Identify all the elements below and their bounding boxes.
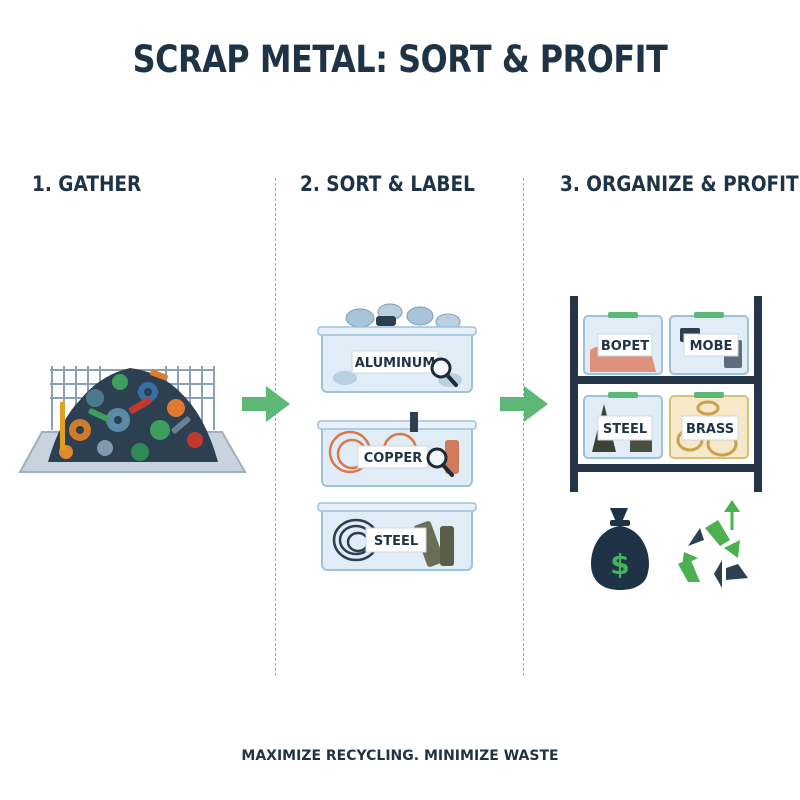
magnifier-icon — [426, 447, 454, 477]
magnifier-icon — [430, 357, 458, 387]
shelf-bin-brass: BRASS — [669, 392, 749, 459]
shelf-steel-label: STEEL — [603, 422, 647, 437]
page-title: SCRAP METAL: SORT & PROFIT — [132, 38, 668, 81]
money-bag-icon: $ — [591, 508, 649, 590]
aluminum-label-text: ALUMINUM — [355, 356, 436, 371]
arrow-right-icon — [500, 386, 548, 422]
shelf-brass-label: BRASS — [686, 422, 734, 437]
step-1-heading: 1. GATHER — [32, 172, 142, 196]
recycle-icon — [678, 500, 748, 588]
divider-right — [523, 178, 524, 676]
svg-text:$: $ — [610, 548, 629, 581]
steel-sort-label-text: STEEL — [374, 534, 418, 549]
shelf-bin-steel: STEEL — [583, 392, 663, 459]
copper-label-text: COPPER — [364, 451, 423, 466]
shelf-bopet-label: BOPET — [601, 339, 649, 354]
footer-tagline: MAXIMIZE RECYCLING. MINIMIZE WASTE — [241, 748, 559, 764]
divider-left — [275, 178, 276, 676]
scrap-pile-illustration — [18, 366, 247, 473]
shelf-unit — [570, 296, 762, 492]
step-3-heading: 3. ORGANIZE & PROFIT — [560, 172, 799, 196]
shelf-mobe-label: MOBE — [690, 339, 733, 354]
step-2-heading: 2. SORT & LABEL — [300, 172, 475, 196]
shelf-bin-bopet: BOPET — [583, 312, 663, 375]
steel-label: STEEL — [365, 527, 427, 553]
arrow-right-icon — [242, 386, 290, 422]
copper-label: COPPER — [357, 445, 429, 469]
aluminum-label: ALUMINUM — [351, 350, 439, 374]
shelf-bin-mobe: MOBE — [669, 312, 749, 375]
